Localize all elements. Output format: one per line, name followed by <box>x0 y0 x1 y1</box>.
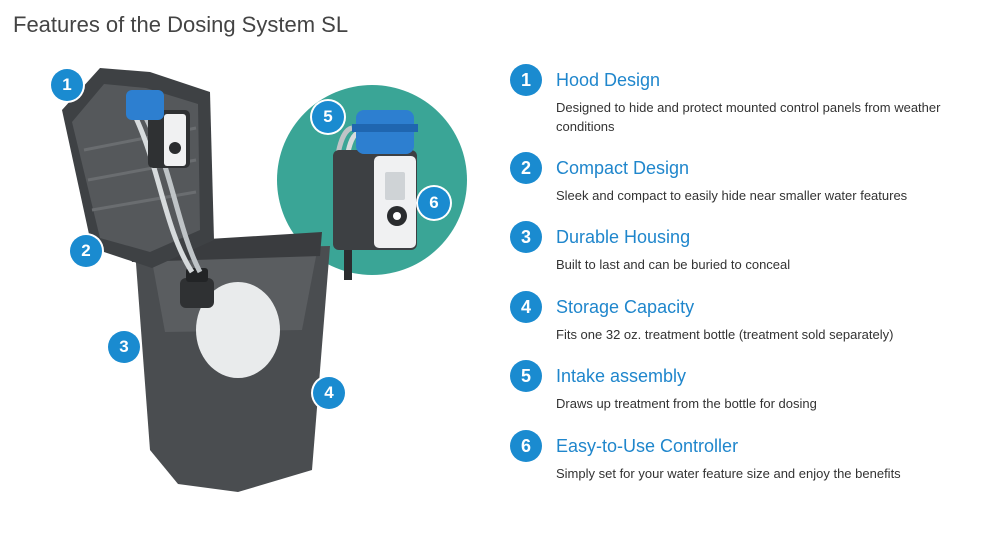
feature-number-badge: 1 <box>510 64 542 96</box>
feature-description: Sleek and compact to easily hide near sm… <box>556 188 908 203</box>
callout-3: 3 <box>108 331 140 363</box>
feature-description: Designed to hide and protect mounted con… <box>556 100 941 134</box>
product-illustration: 1 2 3 4 5 6 <box>0 40 500 510</box>
dosing-system-drawing <box>62 68 467 492</box>
feature-title: Compact Design <box>556 158 690 178</box>
feature-title: Durable Housing <box>556 227 691 247</box>
feature-title: Intake assembly <box>556 366 687 386</box>
feature-number-badge: 6 <box>510 430 542 462</box>
feature-description: Fits one 32 oz. treatment bottle (treatm… <box>556 327 894 342</box>
callout-6: 6 <box>418 187 450 219</box>
callout-5: 5 <box>312 101 344 133</box>
feature-title: Storage Capacity <box>556 297 695 317</box>
feature-number-badge: 2 <box>510 152 542 184</box>
feature-number-badge: 5 <box>510 360 542 392</box>
page-title: Features of the Dosing System SL <box>13 12 349 37</box>
feature-title: Easy-to-Use Controller <box>556 436 739 456</box>
feature-number-badge: 4 <box>510 291 542 323</box>
pump <box>126 90 164 120</box>
feature-description: Draws up treatment from the bottle for d… <box>556 396 817 411</box>
callout-4: 4 <box>313 377 345 409</box>
feature-title: Hood Design <box>556 70 661 90</box>
feature-description: Built to last and can be buried to conce… <box>556 257 791 272</box>
callout-2: 2 <box>70 235 102 267</box>
feature-number-badge: 3 <box>510 221 542 253</box>
feature-description: Simply set for your water feature size a… <box>556 466 901 481</box>
callout-1: 1 <box>51 69 83 101</box>
